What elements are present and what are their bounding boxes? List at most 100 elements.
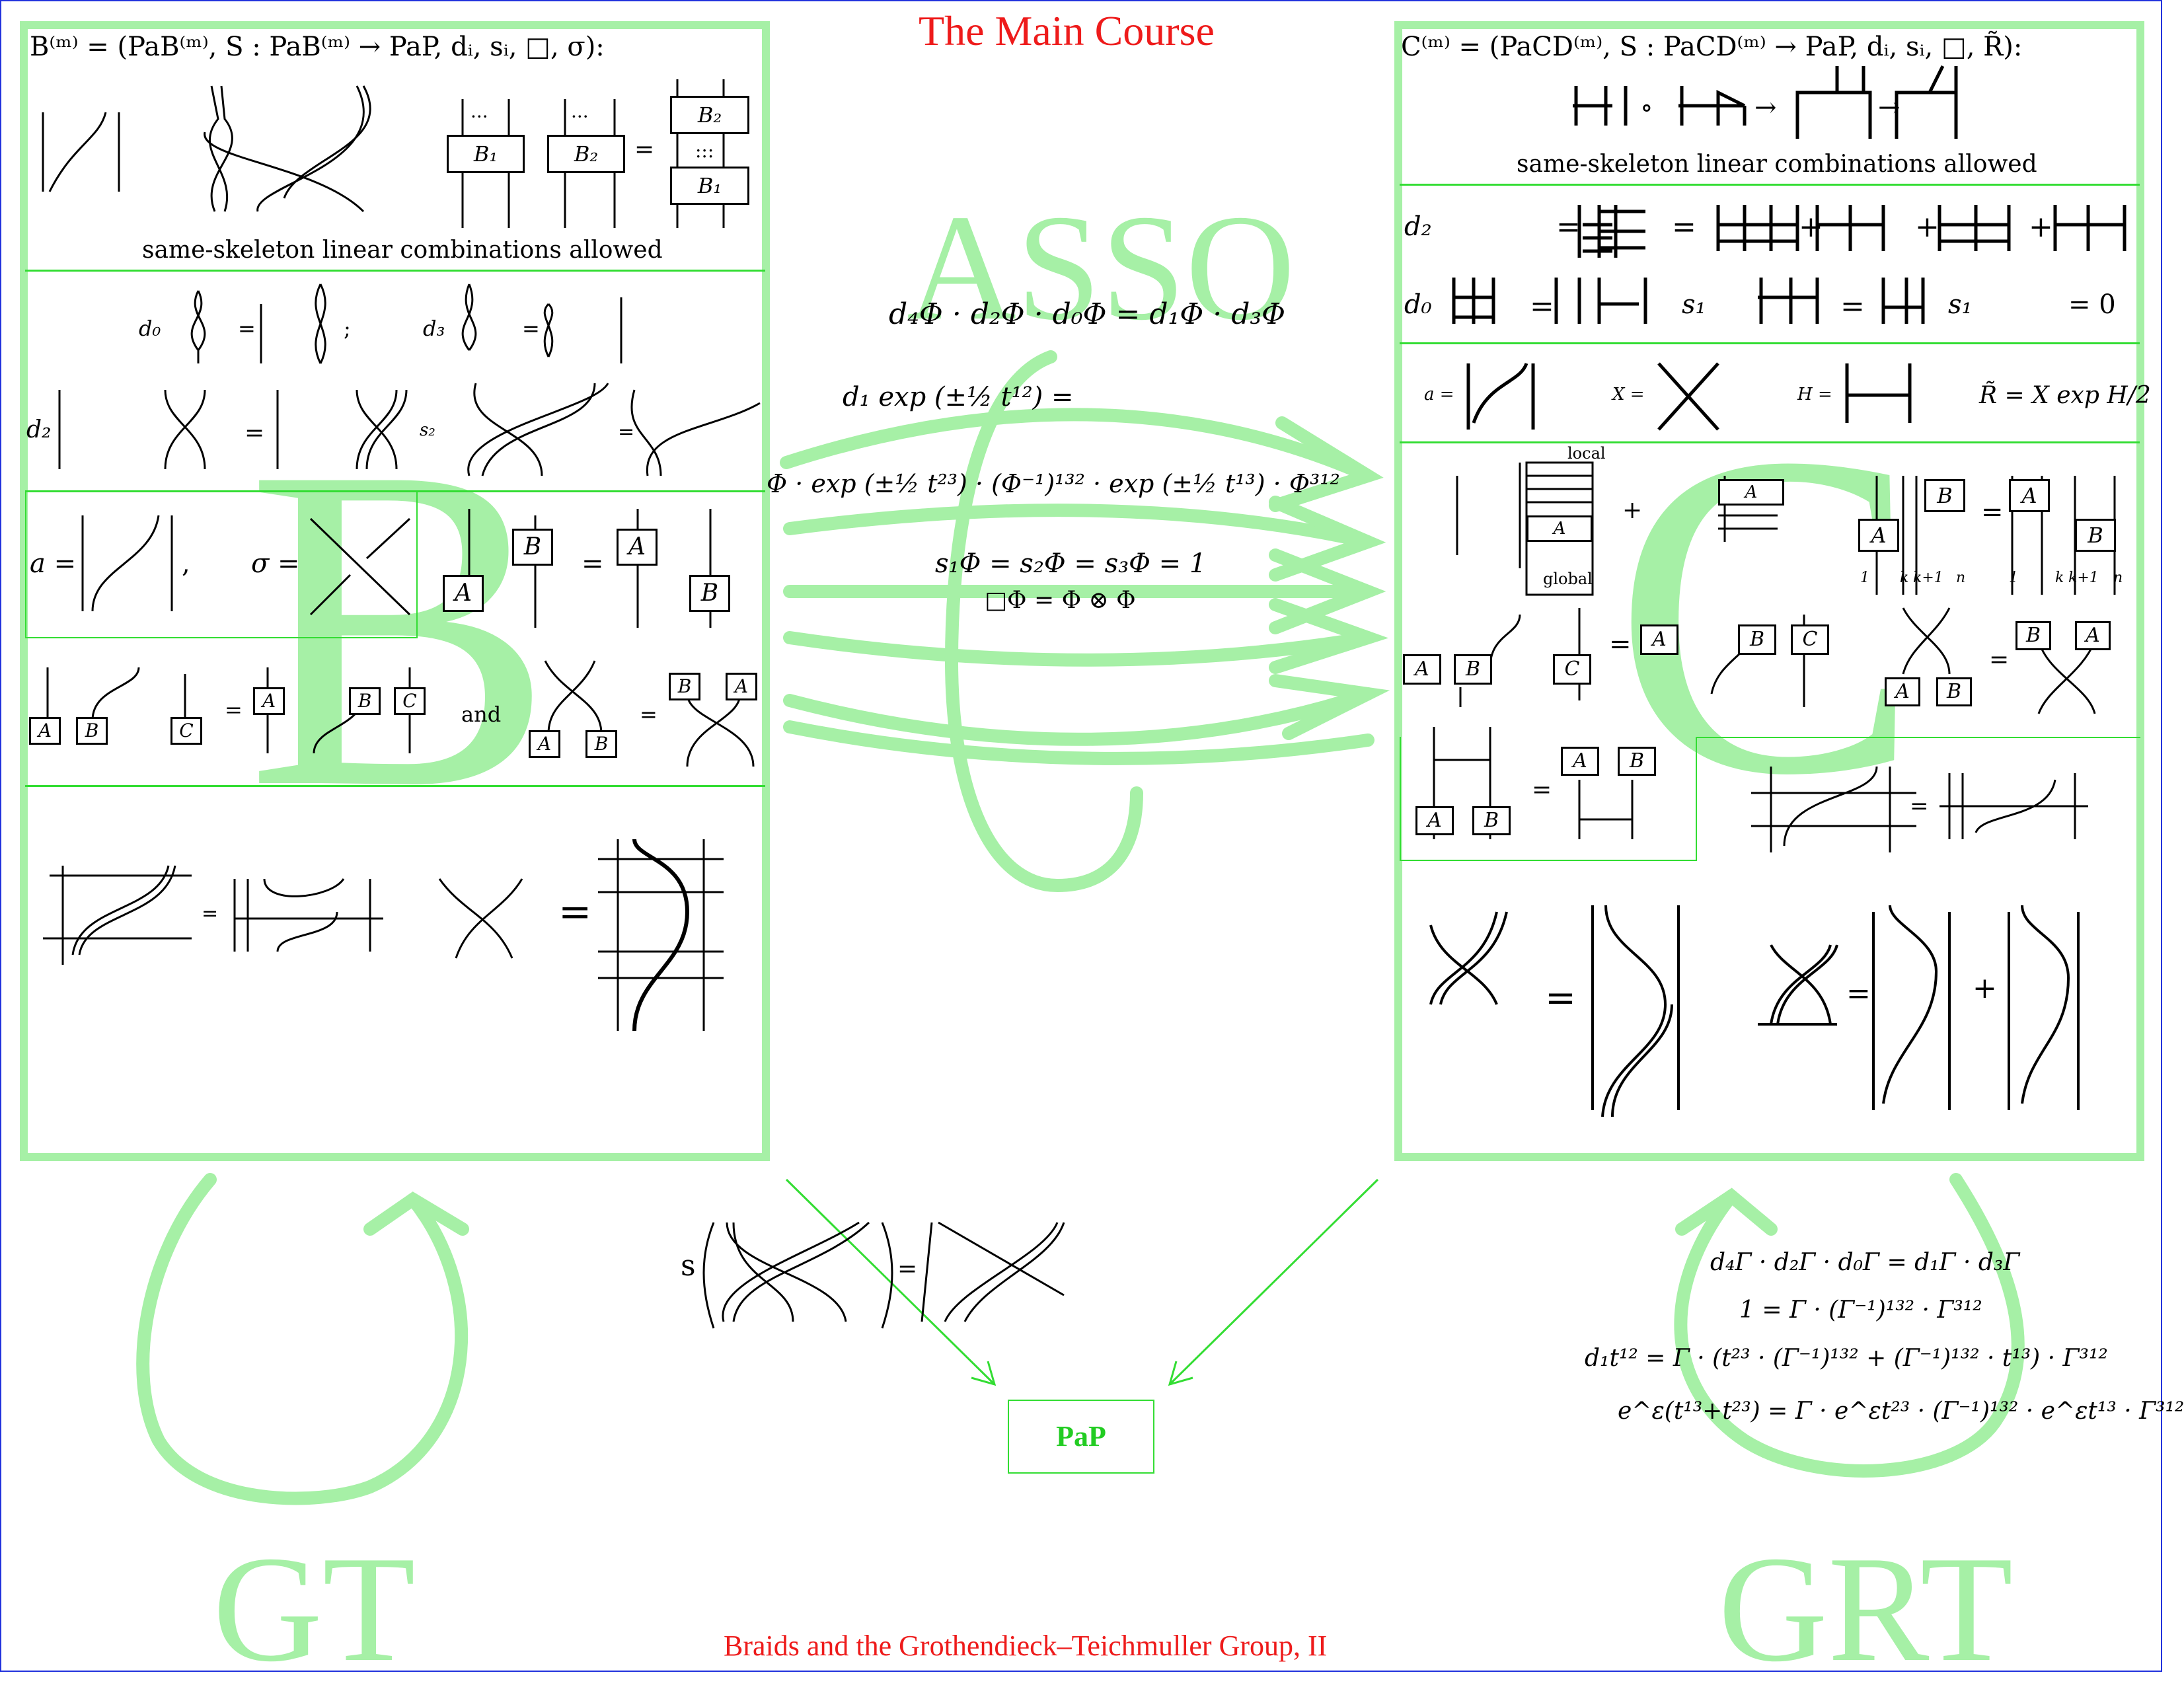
c-d2-plus-1: + [1799,210,1823,244]
arrowhead-4 [1269,598,1389,674]
asso-arrow-6 [783,720,1374,765]
c-compose-circ: ∘ [1640,93,1653,123]
grt-hexagon: d₁t¹² = Γ · (t²³ · (Γ⁻¹)¹³² + (Γ⁻¹)¹³² ·… [1585,1345,2108,1372]
arrow-c-to-pap [1168,1178,1379,1386]
b1-box: B₁ [447,135,525,173]
asso-arrow-4 [783,631,1374,667]
c-d0-equals: = [1530,289,1554,323]
big-letter-c: C [1612,358,1921,870]
c-h-equals: = [1532,776,1552,804]
c-definition: C⁽ᵐ⁾ = (PaCD⁽ᵐ⁾, S : PaCD⁽ᵐ⁾ → PaP, dᵢ, … [1401,32,2023,62]
hexagon-rhs: Φ · exp (±½ t²³) · (Φ⁻¹)¹³² · exp (±½ t¹… [767,469,1340,498]
equals-ab: = [582,548,604,579]
c-box-b-n2: B [2075,519,2116,552]
c-d2-plus-2: + [1915,210,1939,244]
green-arrows-layer [136,350,2025,1505]
c-d2-plus-3: + [2029,210,2053,244]
arrowhead-gt [363,1191,469,1236]
b-generators-box [25,490,418,638]
grt-unit: 1 = Γ · (Γ⁻¹)¹³² · Γ³¹² [1739,1297,1982,1324]
b-same-skeleton: same-skeleton linear combinations allowe… [142,237,663,264]
c-index-nb: n [2113,570,2123,586]
c-box-a-4: A [2075,621,2111,650]
b-box-a-3: A [29,717,61,745]
c-d2-equals-2: = [1672,210,1696,244]
grt-pentagon: d₄Γ · d₂Γ · d₀Γ = d₁Γ · d₃Γ [1710,1249,2020,1276]
c-s1-equals: = [1840,289,1865,323]
c-panel [1394,21,2144,1161]
asso-arrow-2 [783,504,1374,548]
big-word-gt: GT [213,1524,416,1693]
c-box-b-1: B [1454,654,1492,685]
c-d2-label: d₂ [1404,211,1432,242]
c-strand-equals: = [1910,793,1929,819]
c-lower-box-right [1696,737,2140,738]
c-divider-1 [1400,184,2140,186]
generator-comma: , [182,548,190,579]
c-box-a-local: A [1526,515,1593,542]
c-local-label: local [1567,444,1606,463]
equals-abc: = [225,697,243,722]
s-diagram [702,1221,1065,1329]
c-r-def: R̃ = X exp H/2 [1979,382,2151,409]
c-box-c-2: C [1791,624,1829,655]
b-box-b-4: B [349,687,381,715]
c-compose-arrow-1: → [1754,93,1777,123]
c-r-equals-1: = [1545,977,1576,1020]
c-index-1b: 1 [2009,570,2018,586]
equals-ab-swap: = [640,702,658,727]
c-s1-label-1: s₁ [1682,289,1706,320]
semicolon: ; [344,316,351,341]
c-same-skeleton: same-skeleton linear combinations allowe… [1517,151,2037,178]
c-h-def: H = [1797,385,1832,404]
b-divider-3 [25,785,765,787]
c-box-b-n: B [1924,479,1965,512]
c-s1-label-2: s₁ [1948,289,1973,320]
b1-stack-box: B₁ [670,167,749,205]
pentagon-equation: d₄Φ · d₂Φ · d₀Φ = d₁Φ · d₃Φ [889,297,1286,331]
page-frame [0,0,2162,1672]
equals-d0: = [238,316,256,341]
s-equals: = [897,1256,918,1283]
equals-b-compose: = [634,136,655,163]
c-box-a-global: A [1718,479,1784,506]
asso-arrow-1 [780,408,1374,482]
c-d0-label: d₀ [1404,289,1432,320]
big-word-asso: ASSO [907,183,1296,352]
s-label: s [681,1249,696,1283]
c-kn-equals: = [1981,497,2004,527]
c-box-b-3: B [1936,677,1972,706]
unit-equation: s₁Φ = s₂Φ = s₃Φ = 1 [935,548,1207,579]
grt-loop [1674,1173,2025,1478]
box-vdots: ::: [695,140,714,162]
c-abc-equals: = [1609,629,1632,659]
b-box-c-2: C [394,687,426,715]
d2-label: d₂ [26,416,52,443]
b-box-b-1: B [512,529,553,566]
c-box-b-h2: B [1618,747,1656,776]
c-box-b-4: B [2015,621,2051,650]
c-x-def: X = [1612,385,1645,404]
c-index-k: k [1900,570,1909,586]
b-box-a-2: A [617,529,658,566]
c-box-b-h: B [1472,806,1511,835]
equals-bottom-1: = [202,902,219,925]
c-compose-arrow-2: → [1878,93,1901,123]
c-a-def: a = [1424,385,1454,404]
b-divider-1 [25,270,765,272]
equals-d2: = [245,420,265,447]
box-dots-2: ··· [571,106,589,128]
grt-exponential: e^ε(t¹³+t²³) = Γ · e^εt²³ · (Γ⁻¹)¹³² · e… [1618,1398,2184,1425]
equals-d3: = [522,316,540,341]
hexagon-lhs: d₁ exp (±½ t¹²) = [843,382,1074,412]
arrowhead-grt [1675,1187,1778,1236]
c-box-a-2: A [1640,624,1678,655]
gt-loop [136,1173,468,1505]
equals-bottom-2: = [558,889,592,935]
b-box-c-1: C [170,717,202,745]
c-index-1: 1 [1860,570,1869,586]
c-index-k1: k+1 [1913,570,1943,586]
b-box-b-5: B [585,730,617,758]
b-definition: B⁽ᵐ⁾ = (PaB⁽ᵐ⁾, S : PaB⁽ᵐ⁾ → PaP, dᵢ, sᵢ… [30,32,605,62]
b2-box: B₂ [547,135,625,173]
